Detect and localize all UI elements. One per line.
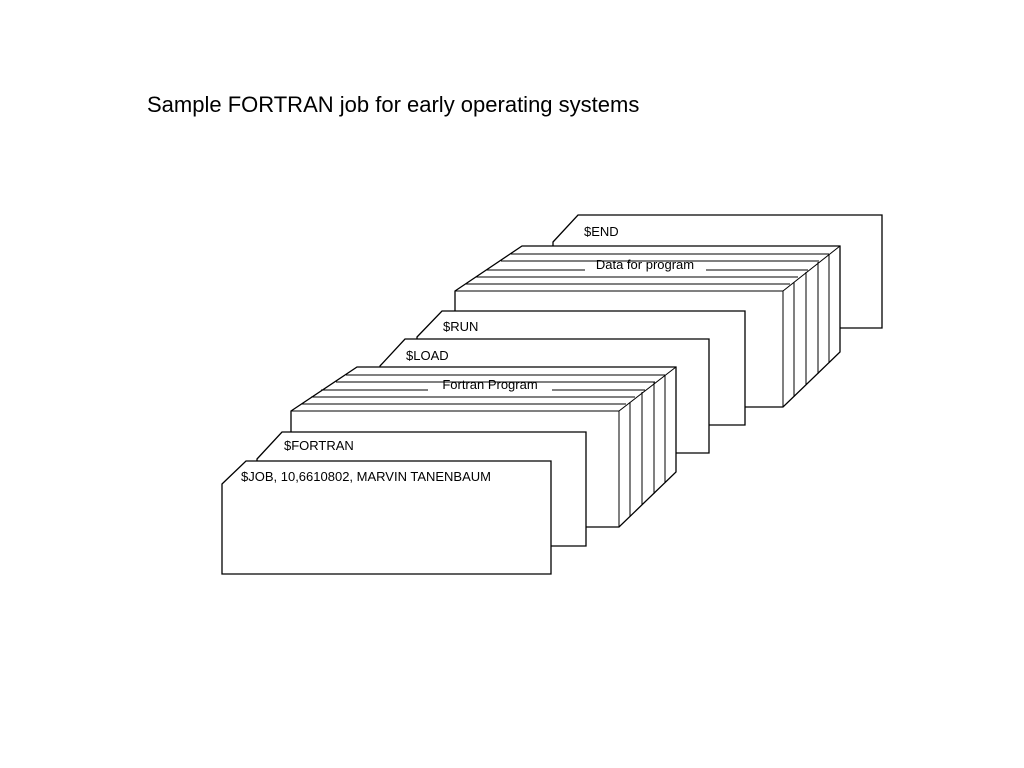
- slide-title: Sample FORTRAN job for early operating s…: [147, 92, 640, 117]
- job-card: $JOB, 10,6610802, MARVIN TANENBAUM: [221, 460, 552, 575]
- end-card-label: $END: [584, 224, 619, 239]
- load-card-label: $LOAD: [406, 348, 449, 363]
- fortran-program-deck-label: Fortran Program: [442, 377, 537, 392]
- job-card-label: $JOB, 10,6610802, MARVIN TANENBAUM: [241, 469, 491, 484]
- run-card-label: $RUN: [443, 319, 478, 334]
- data-deck-label: Data for program: [596, 257, 694, 272]
- fortran-card-label: $FORTRAN: [284, 438, 354, 453]
